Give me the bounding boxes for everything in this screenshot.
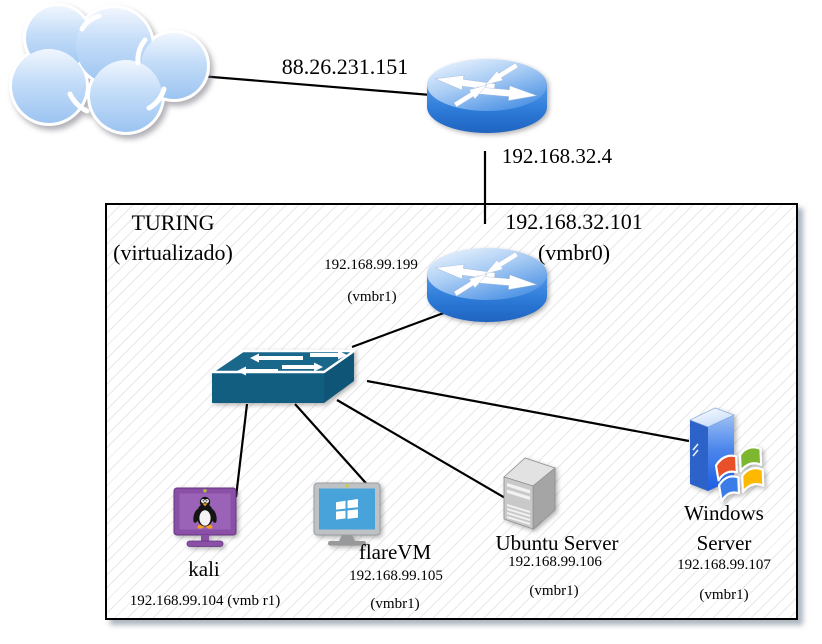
vent-marks-icon xyxy=(692,443,699,457)
edge-router-inside-ip-label: 192.168.32.4 xyxy=(501,144,613,168)
webcam-dot-icon xyxy=(345,484,349,488)
kali-name-label: kali xyxy=(188,557,220,581)
lan-router-wan-labels: 192.168.32.101 (vmbr0) xyxy=(505,206,643,268)
windows-flag-icon xyxy=(714,446,765,503)
windows-logo-icon xyxy=(336,499,358,520)
linux-monitor-icon xyxy=(173,487,237,547)
link-switch-kali xyxy=(234,403,249,498)
switch-icon xyxy=(210,349,356,403)
windows-ip-label: 192.168.99.107 xyxy=(677,557,771,573)
lan-router-wan-iface-label: (vmbr0) xyxy=(537,240,611,265)
router-lan-icon xyxy=(427,248,547,322)
flarevm-ip-label: 192.168.99.105 xyxy=(349,568,443,584)
switch-arrows-icon xyxy=(237,350,347,376)
turing-box-title: TURING (virtualizado) xyxy=(113,208,233,268)
wan-ip-label: 88.26.231.151 xyxy=(281,54,409,79)
windows-iface-label: (vmbr1) xyxy=(699,587,749,603)
server-slots-icon xyxy=(507,483,530,525)
ubuntu-name-label: Ubuntu Server xyxy=(495,531,619,555)
link-switch-windows xyxy=(366,379,690,443)
kali-ip-label: 192.168.99.104 (vmb r1) xyxy=(129,593,281,609)
lan-router-wan-ip-label: 192.168.32.101 xyxy=(505,209,643,234)
lan-router-lan-iface-label: (vmbr1) xyxy=(347,289,397,305)
link-router-switch xyxy=(351,309,450,349)
flarevm-iface-label: (vmbr1) xyxy=(370,596,420,612)
turing-box-name: TURING xyxy=(131,210,215,235)
router-wan-icon xyxy=(427,59,547,133)
windows-name-label: Windows Server xyxy=(684,501,764,555)
lan-router-lan-ip-label: 192.168.99.199 xyxy=(324,257,418,273)
server-tower-icon xyxy=(503,457,556,530)
tux-penguin-icon xyxy=(193,496,217,529)
windows-monitor-icon xyxy=(313,482,381,546)
ubuntu-iface-label: (vmbr1) xyxy=(529,583,579,599)
link-switch-ubuntu xyxy=(336,399,525,510)
ubuntu-ip-label: 192.168.99.106 xyxy=(508,554,602,570)
link-switch-flarevm xyxy=(294,403,374,492)
turing-box-subtitle: (virtualizado) xyxy=(113,240,233,265)
flarevm-name-label: flareVM xyxy=(358,540,432,564)
windows-server-tower-icon xyxy=(689,407,765,503)
link-cloud-router xyxy=(199,74,432,97)
internet-cloud-icon xyxy=(9,3,210,135)
webcam-dot-icon xyxy=(203,489,207,493)
